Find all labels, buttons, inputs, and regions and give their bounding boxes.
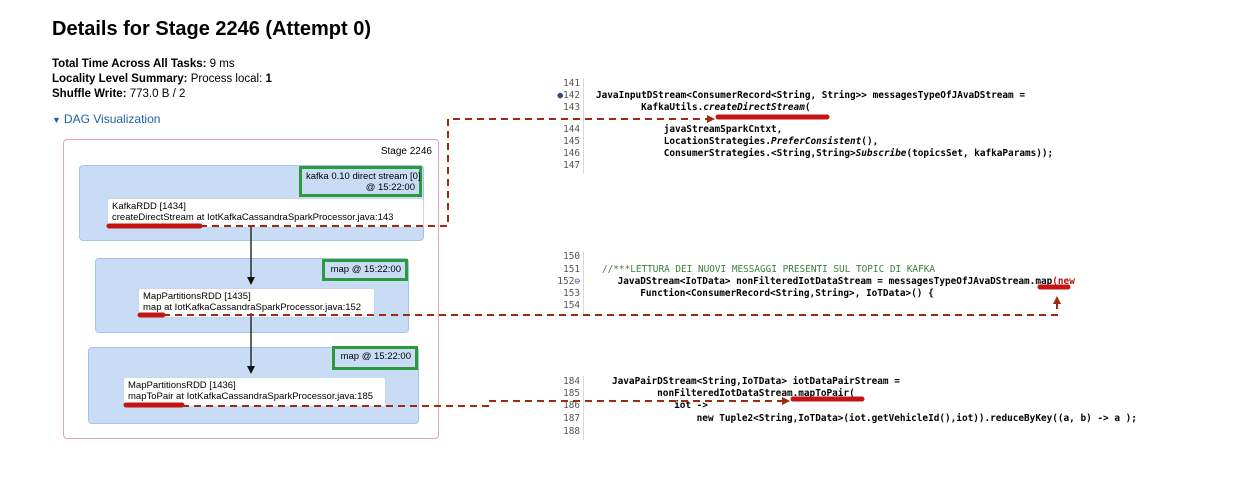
operator-label-map: map @ 15:22:00: [322, 259, 408, 281]
rdd-node-map-to-pair[interactable]: MapPartitionsRDD [1436]mapToPair at IotK…: [123, 377, 386, 407]
connector-create-direct-stream: [200, 115, 715, 227]
code-line-185: nonFilteredIotDataStream.mapToPair(: [612, 388, 855, 399]
total-time-row: Total Time Across All Tasks: 9 ms: [52, 58, 235, 70]
code-snippet-map-to-pair: 184 185 186 187 188 JavaPairDStream<Stri…: [550, 376, 1230, 440]
code-snippet-create-direct-stream: 141 ●142 143 144 145 146 147 JavaInputDS…: [550, 78, 1090, 174]
code-line-143: KafkaUtils.createDirectStream(: [596, 102, 811, 113]
code-line-144: javaStreamSparkCntxt,: [596, 124, 783, 135]
page-title: Details for Stage 2246 (Attempt 0): [52, 18, 371, 40]
shuffle-write-row: Shuffle Write: 773.0 B / 2: [52, 88, 186, 100]
code-line-187: new Tuple2<String,IoTData>(iot.getVehicl…: [612, 413, 1137, 424]
dag-visualization-toggle[interactable]: ▼DAG Visualization: [52, 112, 161, 126]
connector-map: [163, 296, 1061, 316]
code-line-152: JavaDStream<IoTData> nonFilteredIotDataS…: [612, 276, 1075, 287]
code-line-142: JavaInputDStream<ConsumerRecord<String, …: [596, 90, 1025, 101]
code-line-146: ConsumerStrategies.<String,String>Subscr…: [596, 148, 1054, 159]
code-line-151: //***LETTURA DEI NUOVI MESSAGGI PRESENTI…: [602, 264, 936, 275]
triangle-down-icon: ▼: [52, 115, 61, 125]
operator-label-kafka: kafka 0.10 direct stream [0]@ 15:22:00: [299, 166, 422, 197]
stage-summary: Total Time Across All Tasks: 9 ms Locali…: [52, 57, 272, 102]
code-line-184: JavaPairDStream<String,IoTData> iotDataP…: [612, 376, 900, 387]
code-snippet-map: 150 151 152⊖ 153 154 //***LETTURA DEI NU…: [550, 251, 1110, 315]
code-line-145: LocationStrategies.PreferConsistent(),: [596, 136, 879, 147]
rdd-node-kafka[interactable]: KafkaRDD [1434]createDirectStream at Iot…: [107, 198, 424, 228]
operator-label-map-to-pair: map @ 15:22:00: [332, 346, 418, 370]
code-line-186: iot ->: [612, 400, 708, 411]
stage-label: Stage 2246: [380, 146, 432, 157]
annotation-overlay: [106, 114, 1071, 408]
connector-map-to-pair: [182, 397, 790, 407]
code-line-153: Function<ConsumerRecord<String,String>, …: [612, 288, 934, 299]
rdd-node-map[interactable]: MapPartitionsRDD [1435]map at IotKafkaCa…: [138, 288, 375, 318]
locality-row: Locality Level Summary: Process local: 1: [52, 73, 272, 85]
